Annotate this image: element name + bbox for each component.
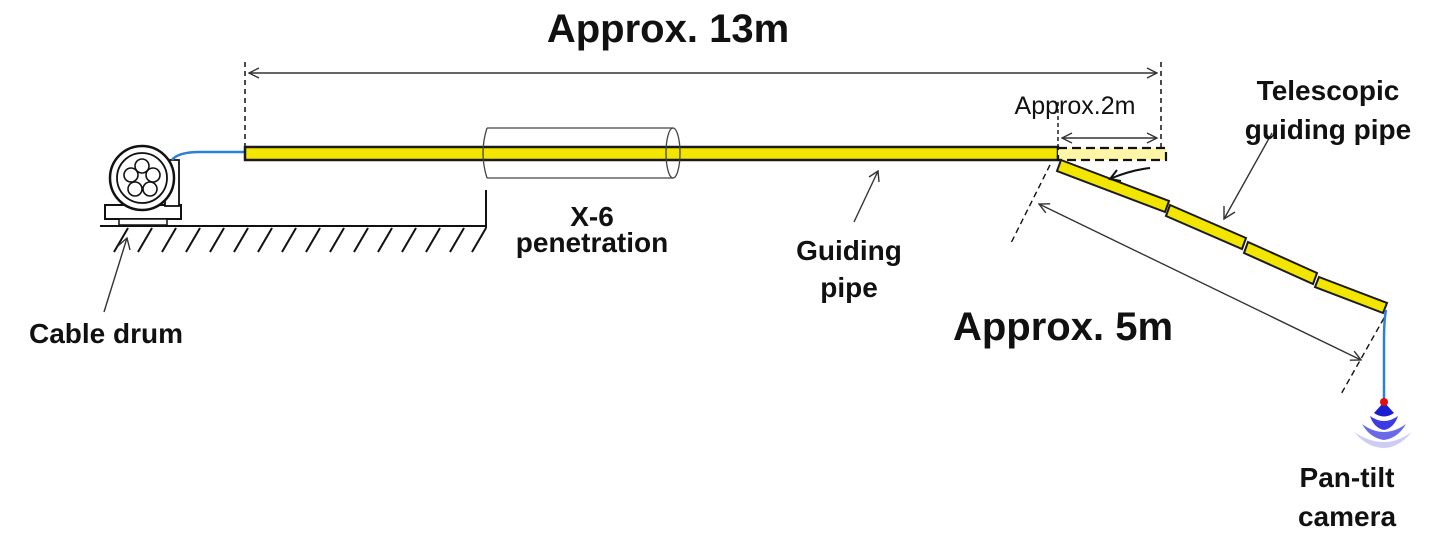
label-camera-2: camera bbox=[1298, 501, 1397, 532]
label-telescopic-2: guiding pipe bbox=[1245, 114, 1411, 145]
label-guiding-2: pipe bbox=[820, 272, 878, 303]
cable-drum-icon bbox=[104, 144, 182, 226]
label-approx-2m: Approx.2m bbox=[1015, 92, 1136, 120]
ground-hatch-icon bbox=[100, 190, 487, 253]
rotation-arrow-icon bbox=[1108, 167, 1151, 182]
x6-penetration-cylinder bbox=[482, 127, 681, 179]
label-camera-1: Pan-tilt bbox=[1300, 462, 1395, 493]
dimension-2m bbox=[1057, 102, 1157, 147]
label-penetration-1: X-6 bbox=[570, 201, 614, 232]
pointer-lines bbox=[103, 132, 1273, 313]
guiding-pipe-pointer-arrowhead bbox=[868, 169, 880, 183]
pan-tilt-camera-icon bbox=[1354, 398, 1412, 448]
label-approx-13m: Approx. 13m bbox=[547, 7, 789, 51]
telescopic-pointer-arrowhead bbox=[1223, 206, 1236, 221]
label-cable-drum: Cable drum bbox=[29, 318, 183, 349]
camera-cable bbox=[1382, 309, 1388, 400]
label-penetration-2: penetration bbox=[516, 227, 668, 258]
telescopic-extension-outline bbox=[1056, 146, 1168, 162]
dimension-5m bbox=[1010, 164, 1385, 397]
dimension-13m bbox=[244, 62, 1162, 150]
cable-drum-pointer-arrowhead bbox=[117, 236, 131, 251]
label-approx-5m: Approx. 5m bbox=[953, 305, 1173, 349]
label-telescopic-1: Telescopic bbox=[1257, 75, 1400, 106]
guiding-pipe bbox=[243, 145, 1060, 162]
cable-line bbox=[171, 150, 246, 161]
label-guiding-1: Guiding bbox=[796, 235, 902, 266]
